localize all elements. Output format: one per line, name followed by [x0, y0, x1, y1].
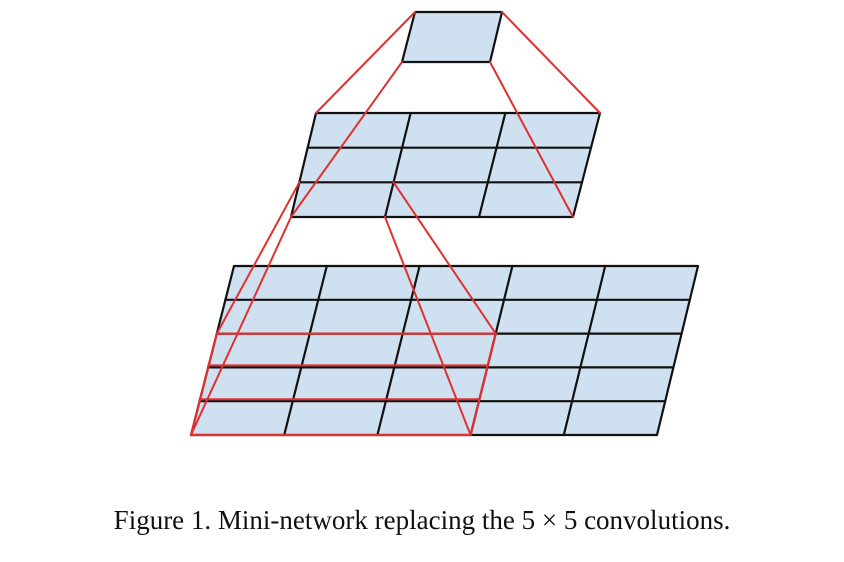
- input-grid-col-line: [562, 264, 607, 437]
- projection-line: [315, 11, 416, 114]
- input-grid-fill: [189, 264, 700, 437]
- projection-line: [215, 181, 301, 335]
- input-grid-col-line: [283, 264, 328, 437]
- middle-layer-3x3: [289, 111, 602, 219]
- projection-line: [190, 216, 292, 436]
- receptive-field-projections: [189, 11, 601, 437]
- kernel-size-a: 5: [521, 505, 536, 535]
- caption-text-after: convolutions.: [584, 505, 731, 535]
- middle-grid-fill: [289, 111, 602, 219]
- figure-label: Figure 1.: [113, 505, 212, 535]
- output-unit: [400, 10, 504, 64]
- projection-line: [501, 11, 601, 114]
- input-grid-col-line: [376, 264, 421, 437]
- mini-network-diagram: [189, 10, 700, 437]
- figure-caption: Figure 1. Mini-network replacing the 5 ×…: [0, 505, 844, 536]
- middle-grid-col-line: [383, 111, 412, 219]
- projection-line: [392, 181, 497, 335]
- middle-grid-col-line: [477, 111, 507, 219]
- times-symbol: ×: [541, 505, 558, 535]
- input-layer-5x5: [189, 264, 700, 437]
- output-grid-fill: [400, 10, 504, 64]
- projection-line: [384, 216, 472, 436]
- projection-line: [290, 61, 403, 218]
- caption-text-before: Mini-network replacing the: [217, 505, 515, 535]
- projection-line: [489, 61, 574, 218]
- kernel-size-b: 5: [563, 505, 578, 535]
